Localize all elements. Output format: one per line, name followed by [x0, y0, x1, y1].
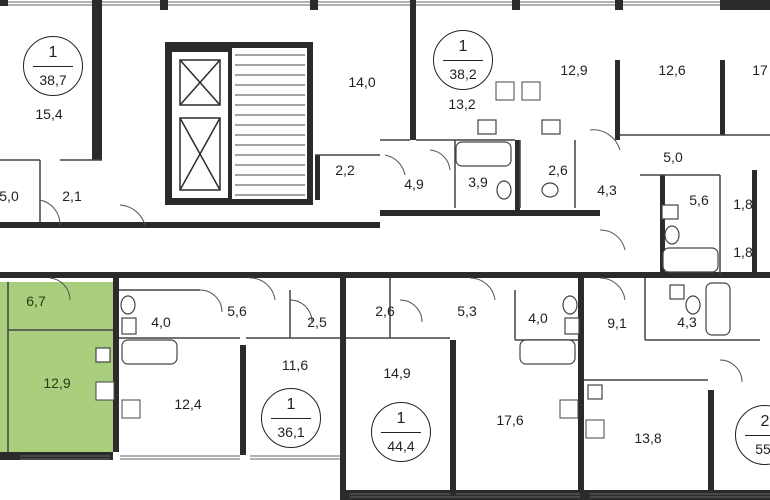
apartment-area: 38,7 [39, 72, 67, 88]
apartment-rooms: 1 [458, 38, 468, 55]
badge-divider [33, 66, 73, 67]
room-area-label: 4,0 [151, 314, 171, 330]
selected-apartment-highlight[interactable] [0, 282, 113, 452]
interior-walls [0, 60, 770, 497]
room-area-label: 13,2 [448, 96, 476, 112]
sink-icon [95, 119, 685, 400]
toilet-icon [120, 180, 701, 315]
apartment-area: 38,2 [449, 66, 477, 82]
stove-icon [95, 81, 605, 439]
door-swings [39, 129, 743, 383]
room-area-label: 4,3 [597, 182, 617, 198]
room-area-label: 12,4 [174, 396, 202, 412]
room-area-label: 15,4 [35, 106, 63, 122]
room-area-label: 5,0 [663, 149, 683, 165]
windows [8, 1, 770, 498]
apartment-badge[interactable]: 1 38,7 [23, 36, 83, 96]
apartment-rooms: 2 [760, 413, 770, 430]
room-area-label: 1,8 [733, 244, 753, 260]
apartment-badge[interactable]: 2 55, [735, 405, 770, 465]
room-area-label: 5,0 [0, 188, 19, 204]
apartment-rooms: 1 [48, 44, 58, 61]
room-area-label: 6,7 [26, 293, 46, 309]
room-area-label: 3,9 [468, 174, 488, 190]
room-area-label: 17 [752, 62, 768, 78]
apartment-badge[interactable]: 1 36,1 [261, 388, 321, 448]
stairwell [165, 42, 313, 205]
room-area-label: 4,0 [528, 310, 548, 326]
badge-divider [745, 435, 770, 436]
room-area-label: 12,6 [658, 62, 686, 78]
room-area-label: 2,1 [62, 188, 82, 204]
room-area-label: 2,6 [548, 162, 568, 178]
room-area-label: 13,8 [634, 430, 662, 446]
partition-lines [0, 134, 770, 452]
room-area-label: 14,9 [383, 365, 411, 381]
room-area-label: 12,9 [43, 375, 71, 391]
room-area-label: 5,3 [457, 303, 477, 319]
room-area-label: 1,8 [733, 196, 753, 212]
room-area-label: 5,6 [689, 192, 709, 208]
apartment-badge[interactable]: 1 44,4 [371, 402, 431, 462]
room-area-label: 2,2 [335, 162, 355, 178]
room-area-label: 2,6 [375, 303, 395, 319]
badge-divider [271, 418, 311, 419]
room-area-label: 17,6 [496, 412, 524, 428]
badge-divider [381, 432, 421, 433]
room-area-label: 5,6 [227, 303, 247, 319]
bathtub-icon [121, 141, 731, 365]
apartment-badge[interactable]: 1 38,2 [433, 30, 493, 90]
elevator-icon [179, 59, 221, 191]
room-area-label: 11,6 [281, 357, 309, 373]
apartment-rooms: 1 [286, 396, 296, 413]
room-area-label: 4,9 [404, 176, 424, 192]
room-area-label: 9,1 [607, 315, 627, 331]
apartment-area: 36,1 [277, 424, 305, 440]
room-area-label: 2,5 [307, 314, 327, 330]
apartment-area: 44,4 [387, 438, 415, 454]
badge-divider [443, 60, 483, 61]
room-area-label: 12,9 [560, 62, 588, 78]
room-area-label: 14,0 [348, 74, 376, 90]
room-area-label: 4,3 [677, 314, 697, 330]
apartment-rooms: 1 [396, 410, 406, 427]
apartment-area: 55, [755, 441, 770, 457]
